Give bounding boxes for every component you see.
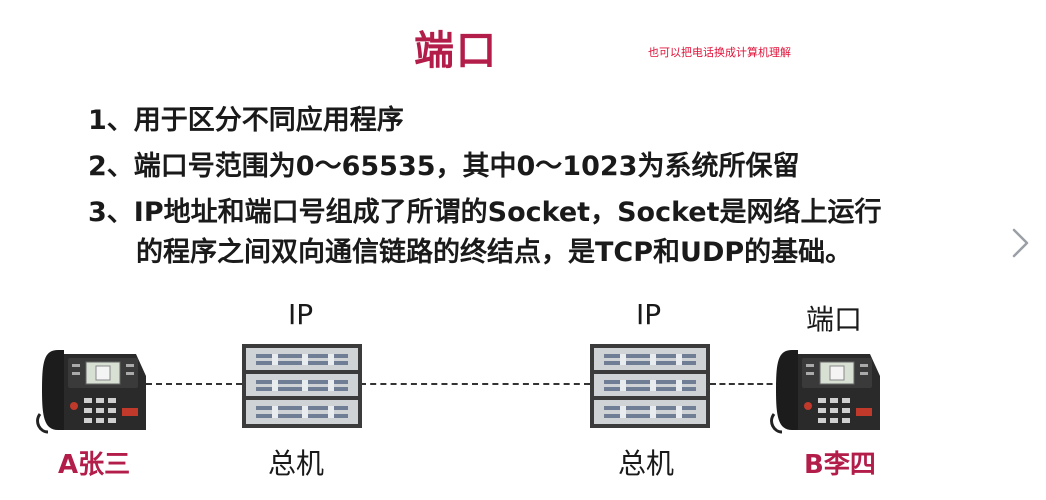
bullet-number: 1、 [88,105,134,136]
connection-line [710,383,782,385]
phone-b-label: B李四 [804,450,876,480]
bullet-number: 2、 [88,151,134,182]
chevron-right-icon[interactable] [1008,226,1032,260]
bullet-point-3: 3、IP地址和端口号组成了所谓的Socket，Socket是网络上运行 的程序之… [88,190,882,270]
host-label-left: 总机 [268,447,325,480]
server-rack-icon [590,344,710,428]
slide-title: 端口 [414,28,498,74]
slide-note: 也可以把电话换成计算机理解 [648,46,791,59]
port-label: 端口 [806,303,863,336]
desk-phone-icon [770,350,880,434]
bullet-point-2: 2、端口号范围为0～65535，其中0～1023为系统所保留 [88,144,882,190]
ip-label-right: IP [636,298,662,331]
server-rack-icon [242,344,362,428]
bullet-text-continuation: 的程序之间双向通信链路的终结点，是TCP和UDP的基础。 [136,237,853,268]
connection-line [360,383,590,385]
bullet-list: 1、用于区分不同应用程序 2、端口号范围为0～65535，其中0～1023为系统… [88,98,882,270]
connection-line [146,383,242,385]
desk-phone-icon [36,350,146,434]
bullet-point-1: 1、用于区分不同应用程序 [88,98,882,144]
bullet-text: 端口号范围为0～65535，其中0～1023为系统所保留 [133,151,800,182]
phone-a-label: A张三 [58,450,131,480]
bullet-number: 3、 [88,197,134,228]
bullet-text: 用于区分不同应用程序 [133,105,404,136]
ip-label-left: IP [288,298,314,331]
host-label-right: 总机 [618,447,675,480]
bullet-text: IP地址和端口号组成了所谓的Socket，Socket是网络上运行 [133,197,882,228]
